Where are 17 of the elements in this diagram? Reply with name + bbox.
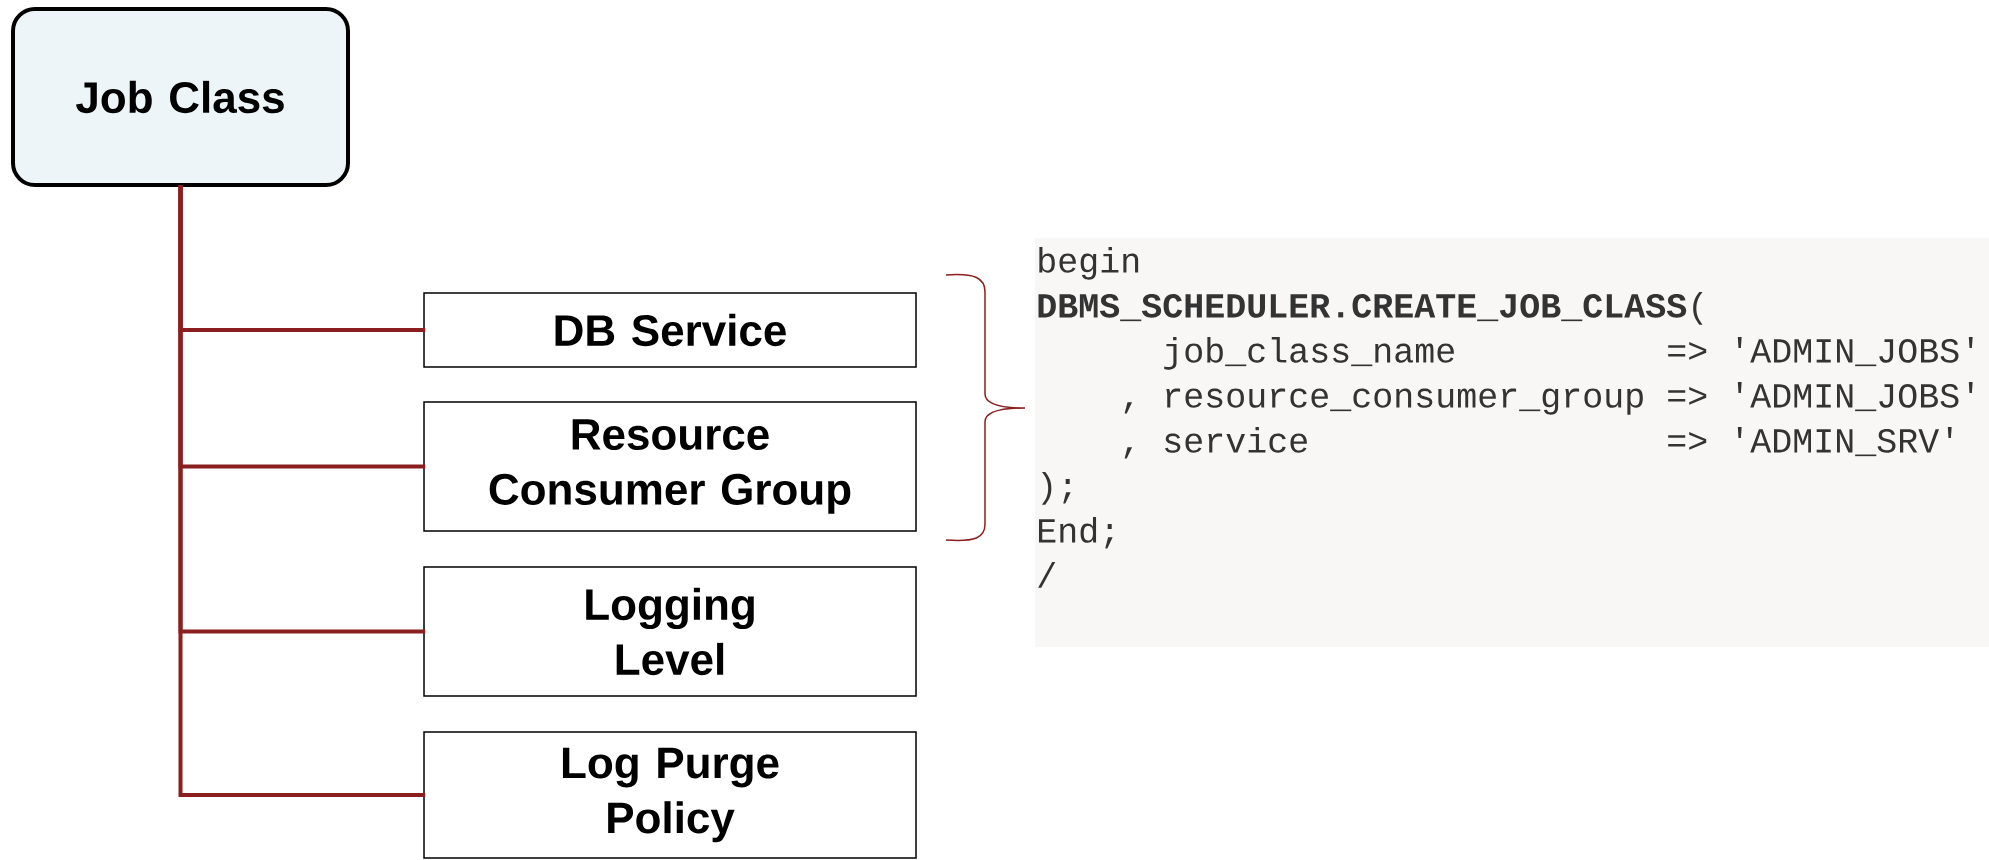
property-box: Logging Level [423,566,917,697]
code-line: job_class_name [1164,337,1454,370]
property-box: DB Service [423,292,917,368]
code-line: => 'ADMIN_JOBS' [1668,382,1973,412]
code-line: => 'ADMIN_SRV' [1668,427,1952,457]
connector [178,185,426,797]
class-box: Job Class [11,7,350,187]
property-box: Log Purge Policy [423,731,917,859]
code-line: End; [1039,517,1113,549]
code-line: , service [1124,427,1307,459]
code-line: begin [1039,247,1139,280]
code-line: ); [1041,472,1071,505]
code-line: / [1038,562,1056,588]
code-line: DBMS_SCHEDULER.CREATE_JOB_CLASS( [1038,292,1703,325]
code-line: => 'ADMIN_JOBS' [1668,337,1973,367]
property-box: Resource Consumer Group [423,401,917,532]
code-line: , resource_consumer_group [1124,388,1643,415]
